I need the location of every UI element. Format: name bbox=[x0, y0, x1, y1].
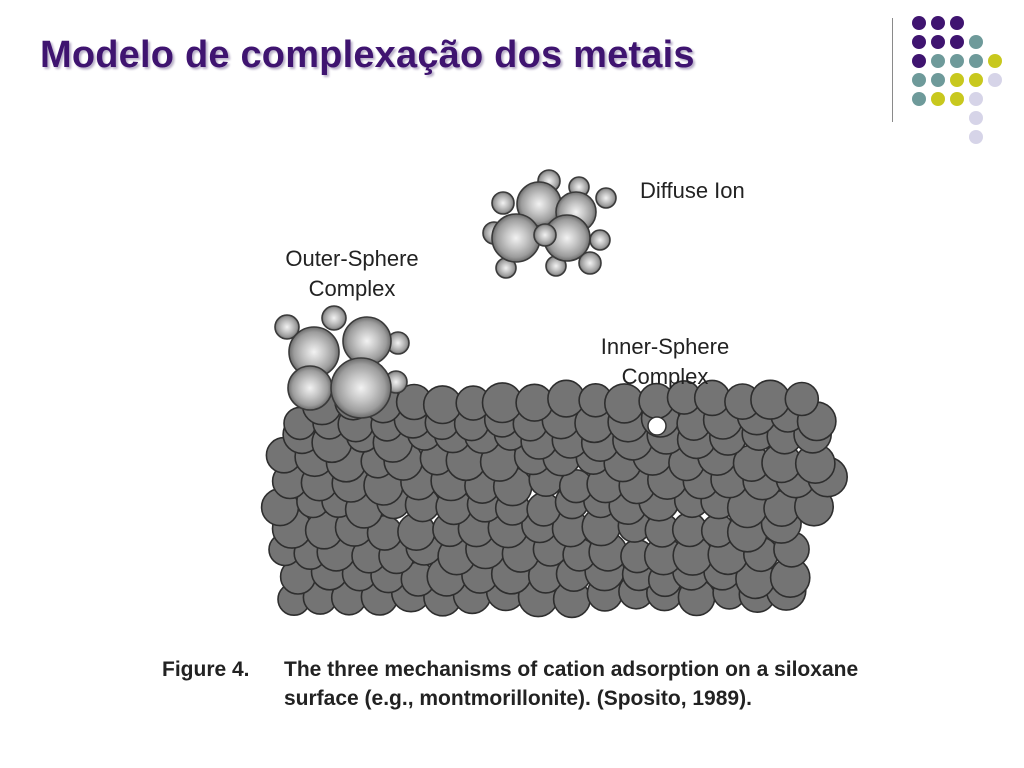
label-inner-line2: Complex bbox=[621, 364, 709, 389]
water-molecule bbox=[491, 191, 515, 215]
deco-dot bbox=[988, 54, 1002, 68]
caption-lead: Figure 4. bbox=[162, 658, 250, 681]
siloxane-surface bbox=[260, 379, 848, 619]
deco-dot bbox=[950, 35, 964, 49]
label-inner-line1: Inner-Sphere bbox=[600, 334, 730, 359]
surface-particle bbox=[750, 379, 791, 420]
label-outer-line2: Complex bbox=[308, 276, 396, 301]
cation-adsorption-diagram bbox=[260, 169, 848, 619]
deco-dot bbox=[912, 54, 926, 68]
label-inner-sphere: Inner-Sphere Complex bbox=[580, 332, 750, 392]
deco-dot bbox=[912, 73, 926, 87]
label-diffuse-ion: Diffuse Ion bbox=[640, 176, 745, 206]
slide-title: Modelo de complexação dos metais bbox=[40, 34, 695, 76]
deco-dot bbox=[950, 73, 964, 87]
deco-dot bbox=[931, 16, 945, 30]
surface-particle bbox=[515, 383, 554, 422]
caption-body: The three mechanisms of cation adsorptio… bbox=[284, 658, 859, 710]
label-outer-line1: Outer-Sphere bbox=[285, 246, 419, 271]
deco-dot bbox=[950, 92, 964, 106]
outer-sphere-ion bbox=[330, 357, 392, 419]
water-molecule bbox=[321, 305, 347, 331]
outer-sphere-ion bbox=[287, 365, 333, 411]
deco-dot bbox=[950, 54, 964, 68]
water-molecule bbox=[589, 229, 611, 251]
label-diffuse-text: Diffuse Ion bbox=[640, 178, 745, 203]
label-outer-sphere: Outer-Sphere Complex bbox=[266, 244, 438, 304]
deco-dot bbox=[931, 54, 945, 68]
deco-dot bbox=[931, 73, 945, 87]
header-divider bbox=[892, 18, 893, 122]
surface-particle bbox=[784, 381, 820, 417]
deco-dot bbox=[931, 35, 945, 49]
decorative-dot-grid bbox=[912, 16, 1002, 144]
inner-sphere-cation bbox=[647, 416, 667, 436]
water-molecule bbox=[533, 223, 557, 247]
deco-dot bbox=[969, 130, 983, 144]
deco-dot bbox=[912, 16, 926, 30]
deco-dot bbox=[969, 35, 983, 49]
deco-dot bbox=[931, 92, 945, 106]
diffuse-ion-sphere bbox=[491, 213, 541, 263]
deco-dot bbox=[969, 111, 983, 125]
deco-dot bbox=[969, 54, 983, 68]
deco-dot bbox=[969, 92, 983, 106]
water-molecule bbox=[595, 187, 617, 209]
deco-dot bbox=[912, 92, 926, 106]
water-molecule bbox=[578, 251, 602, 275]
deco-dot bbox=[950, 16, 964, 30]
deco-dot bbox=[988, 73, 1002, 87]
adsorbed-ions bbox=[274, 169, 617, 419]
water-molecule bbox=[274, 314, 300, 340]
deco-dot bbox=[912, 35, 926, 49]
deco-dot bbox=[969, 73, 983, 87]
